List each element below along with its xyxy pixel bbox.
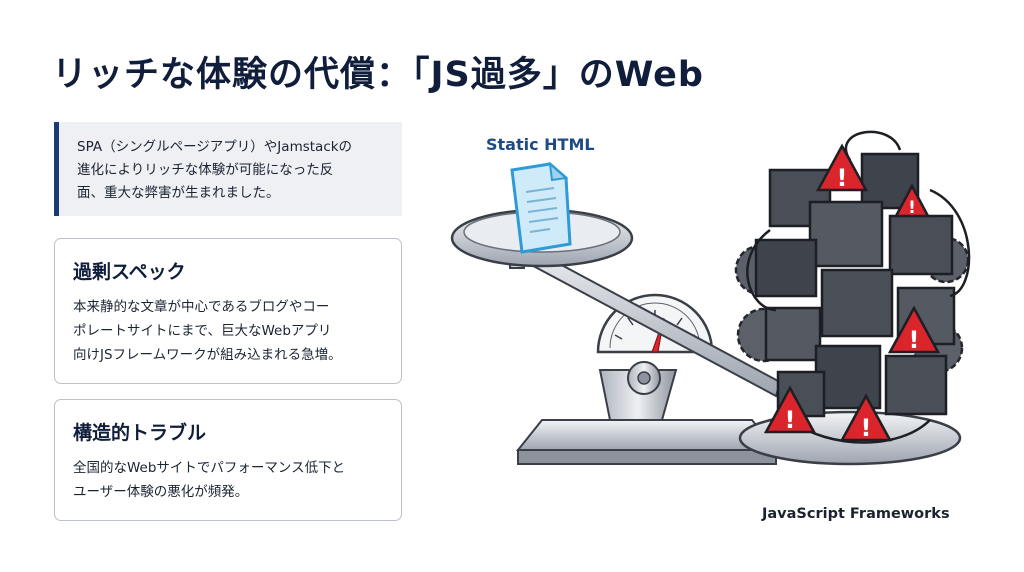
- page-title: リッチな体験の代償：「JS過多」のWeb: [52, 55, 704, 95]
- warning-icon: !: [763, 385, 817, 434]
- scale-beam: [494, 230, 782, 398]
- card-structural-trouble: 構造的トラブル 全国的なWebサイトでパフォーマンス低下と ユーザー体験の悪化が…: [54, 399, 402, 521]
- warning-icon: !: [887, 305, 941, 354]
- card-line: ポレートサイトにまで、巨大なWebアプリ: [73, 323, 332, 339]
- card-over-spec: 過剰スペック 本来静的な文章が中心であるブログやコー ポレートサイトにまで、巨大…: [54, 238, 402, 384]
- card-line: 本来静的な文章が中心であるブログやコー: [73, 299, 330, 315]
- warning-glyph: !: [909, 326, 920, 354]
- balance-scale-illustration: ! ! ! ! !: [450, 130, 971, 466]
- card-heading: 過剰スペック: [73, 261, 186, 283]
- javascript-frameworks-cluster: [734, 130, 971, 444]
- static-html-document-icon: [510, 161, 572, 254]
- javascript-frameworks-label: JavaScript Frameworks: [762, 506, 950, 522]
- card-heading: 構造的トラブル: [73, 422, 207, 444]
- intro-callout: SPA（シングルページアプリ）やJamstackの 進化によりリッチな体験が可能…: [54, 122, 402, 216]
- card-line: 全国的なWebサイトでパフォーマンス低下と: [73, 460, 346, 476]
- warning-glyph: !: [785, 406, 796, 434]
- warning-icon: !: [893, 183, 931, 218]
- warning-glyph: !: [861, 414, 872, 442]
- card-line: 向けJSフレームワークが組み込まれる急増。: [73, 347, 342, 363]
- warning-icon: !: [815, 143, 869, 192]
- card-line: ユーザー体験の悪化が頻発。: [73, 484, 249, 500]
- intro-line: 面、重大な弊害が生まれました。: [77, 185, 280, 201]
- static-html-label: Static HTML: [486, 135, 595, 154]
- intro-line: SPA（シングルページアプリ）やJamstackの: [77, 139, 353, 155]
- warning-glyph: !: [837, 164, 848, 192]
- intro-line: 進化によりリッチな体験が可能になった反: [77, 162, 334, 178]
- warning-glyph: !: [908, 198, 916, 218]
- warning-icon: !: [839, 393, 893, 442]
